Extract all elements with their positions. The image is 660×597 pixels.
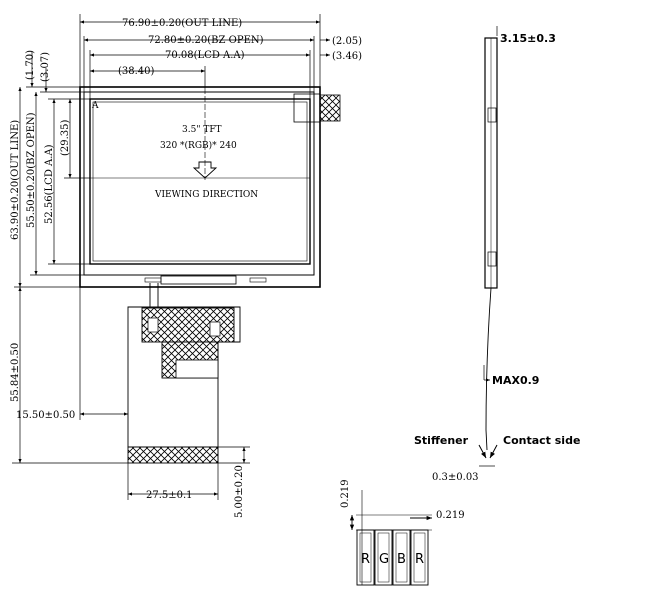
dim-fpc-width: 27.5±0.1	[146, 490, 193, 501]
side-view	[478, 26, 498, 467]
viewing-arrow-icon	[192, 161, 218, 179]
module-outline	[79, 86, 321, 288]
dim-width-outline: 76.90±0.20(OUT LINE)	[122, 18, 242, 29]
dim-right-offset-1: (2.05)	[332, 36, 362, 47]
dim-fpc-offset: 15.50±0.50	[16, 410, 75, 421]
subpixel-cells	[356, 529, 429, 586]
corner-mark: A	[91, 101, 99, 111]
subpixel-g: G	[379, 552, 389, 567]
fpc-side-line	[485, 287, 492, 451]
side-thickness: 3.15±0.3	[500, 32, 556, 45]
fpc	[127, 283, 241, 464]
dim-height-partial: (29.35)	[60, 119, 71, 156]
fpc-thickness: 0.3±0.03	[432, 472, 479, 483]
viewing-direction-label: VIEWING DIRECTION	[154, 190, 258, 200]
dim-width-lcd: 70.08(LCD A.A)	[165, 50, 245, 61]
dim-offset-left: (38.40)	[118, 66, 155, 77]
dim-width-bz: 72.80±0.20(BZ OPEN)	[148, 35, 264, 46]
dim-contact-length: 5.00±0.20	[234, 465, 245, 518]
label-stiffener: Stiffener	[414, 434, 469, 447]
dim-fpc-total: 55.84±0.50	[10, 343, 21, 402]
pixel-pitch-horizontal: 0.219	[436, 510, 465, 521]
side-max: MAX0.9	[492, 374, 539, 387]
pixel-detail	[349, 490, 432, 586]
subpixel-b: B	[397, 552, 406, 567]
dim-height-outline: 63.90±0.20(OUT LINE)	[10, 120, 21, 240]
dim-right-offset-2: (3.46)	[332, 51, 362, 62]
dim-height-bz: 55.50±0.20(BZ OPEN)	[26, 112, 37, 228]
contact-pads	[127, 446, 219, 464]
dim-height-lcd: 52.56(LCD A.A)	[44, 144, 55, 224]
dim-top-offset-2: (3.07)	[40, 52, 51, 82]
display-title: 3.5" TFT	[182, 125, 222, 135]
subpixel-r1: R	[361, 552, 370, 567]
display-resolution: 320 *(RGB)* 240	[160, 140, 237, 151]
dim-top-offset-1: (1.70)	[25, 50, 36, 80]
subpixel-r2: R	[415, 552, 424, 567]
bezel-opening	[83, 91, 315, 276]
active-area	[89, 98, 311, 265]
tab-hatch	[319, 94, 341, 122]
front-view	[79, 86, 341, 288]
pixel-pitch-vertical: 0.219	[340, 479, 351, 508]
label-contact-side: Contact side	[503, 434, 580, 447]
